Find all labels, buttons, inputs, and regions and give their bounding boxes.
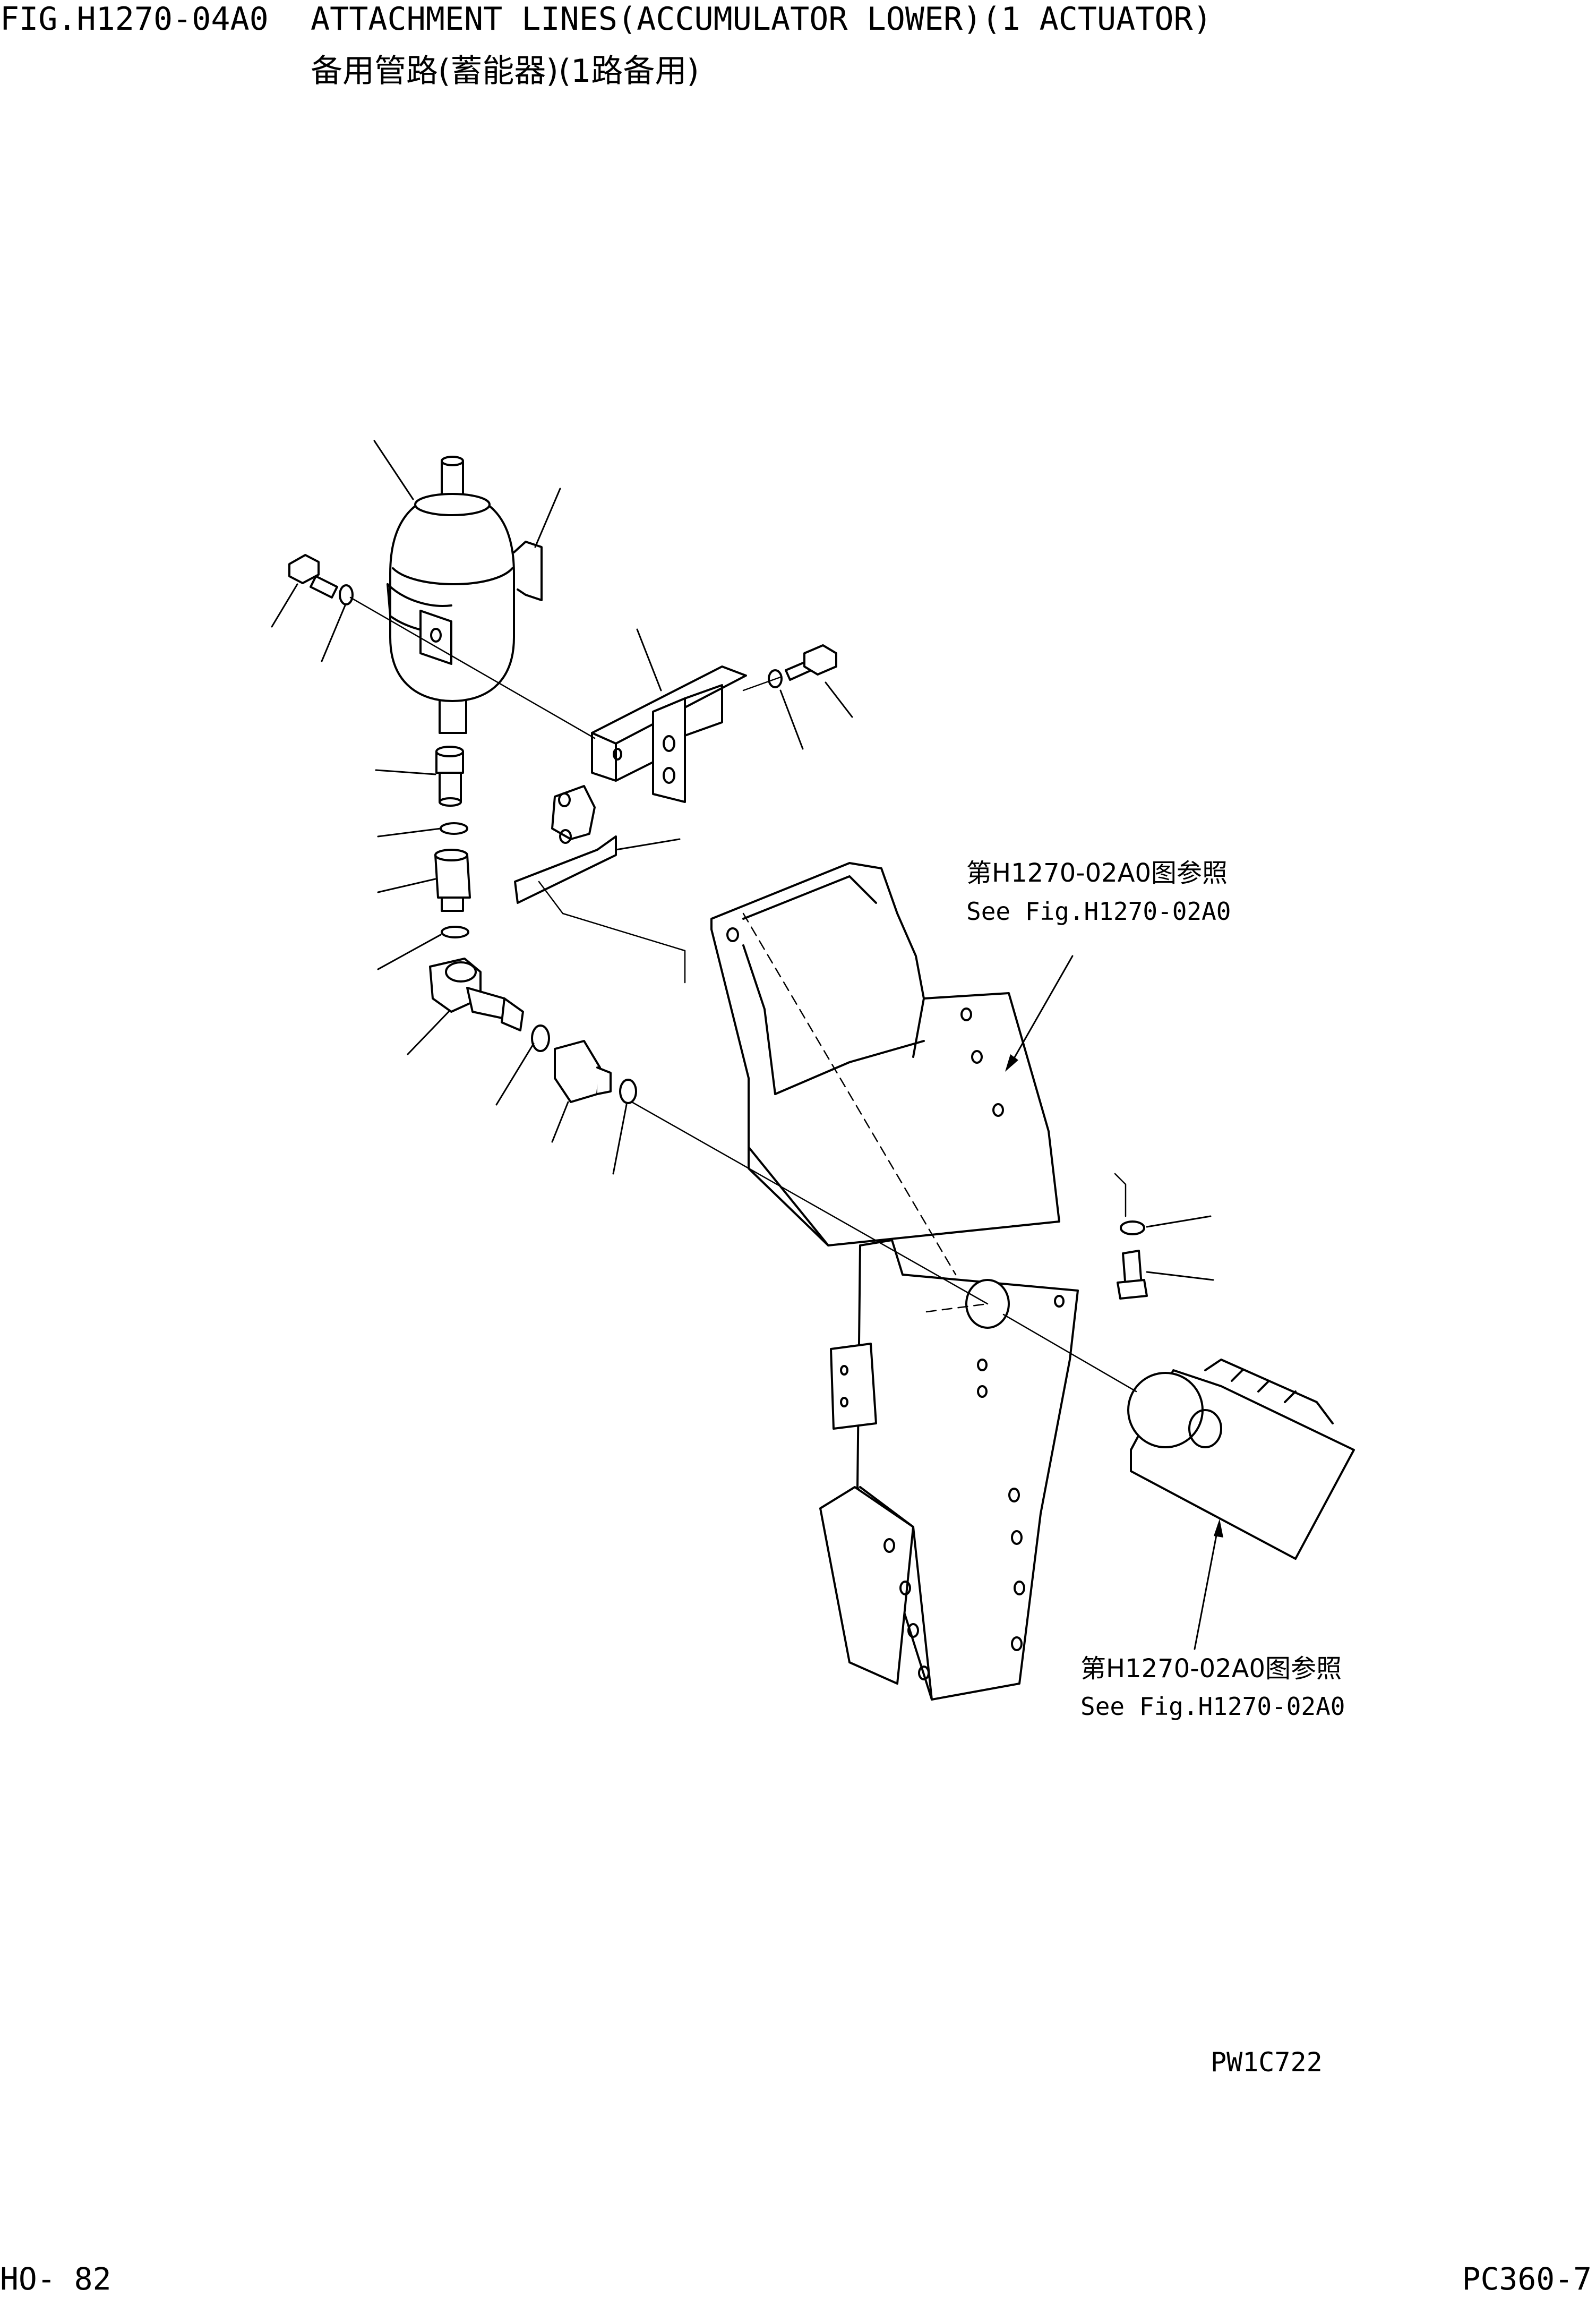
reference-note-cn: 第H1270-02A0图参照 xyxy=(1080,1654,1342,1684)
machine-model: PC360-7 xyxy=(1462,2261,1592,2297)
reference-note-en: See Fig.H1270-02A0 xyxy=(1080,1692,1345,1721)
reference-arrowheads xyxy=(1005,1054,1223,1538)
figure-code: FIG.H1270-04A0 xyxy=(0,1,269,38)
valve-block xyxy=(1128,1360,1354,1559)
bolt-lower-right xyxy=(1118,1222,1147,1299)
illustration-code: PW1C722 xyxy=(1211,2047,1323,2078)
bolt-upper-right xyxy=(769,645,836,687)
figure-title: ATTACHMENT LINES(ACCUMULATOR LOWER)(1 AC… xyxy=(311,1,1212,38)
assembly-guide-lines xyxy=(350,597,1136,1391)
page-number: HO- 82 xyxy=(0,2261,111,2297)
leader-lines xyxy=(272,441,1219,1649)
upper-mount-bracket xyxy=(711,863,1059,1245)
mounting-bracket xyxy=(592,667,746,802)
lower-boom-bracket xyxy=(820,1240,1078,1700)
reference-note-cn: 第H1270-02A0图参照 xyxy=(966,858,1228,888)
bolt-upper-left xyxy=(289,555,353,604)
clamp-plate xyxy=(515,786,616,903)
accumulator xyxy=(388,457,542,733)
reference-note-en: See Fig.H1270-02A0 xyxy=(966,897,1231,926)
figure-title-cn: 备用管路(蓄能器)(1路备用) xyxy=(311,53,699,90)
hose-fittings xyxy=(430,747,636,1103)
